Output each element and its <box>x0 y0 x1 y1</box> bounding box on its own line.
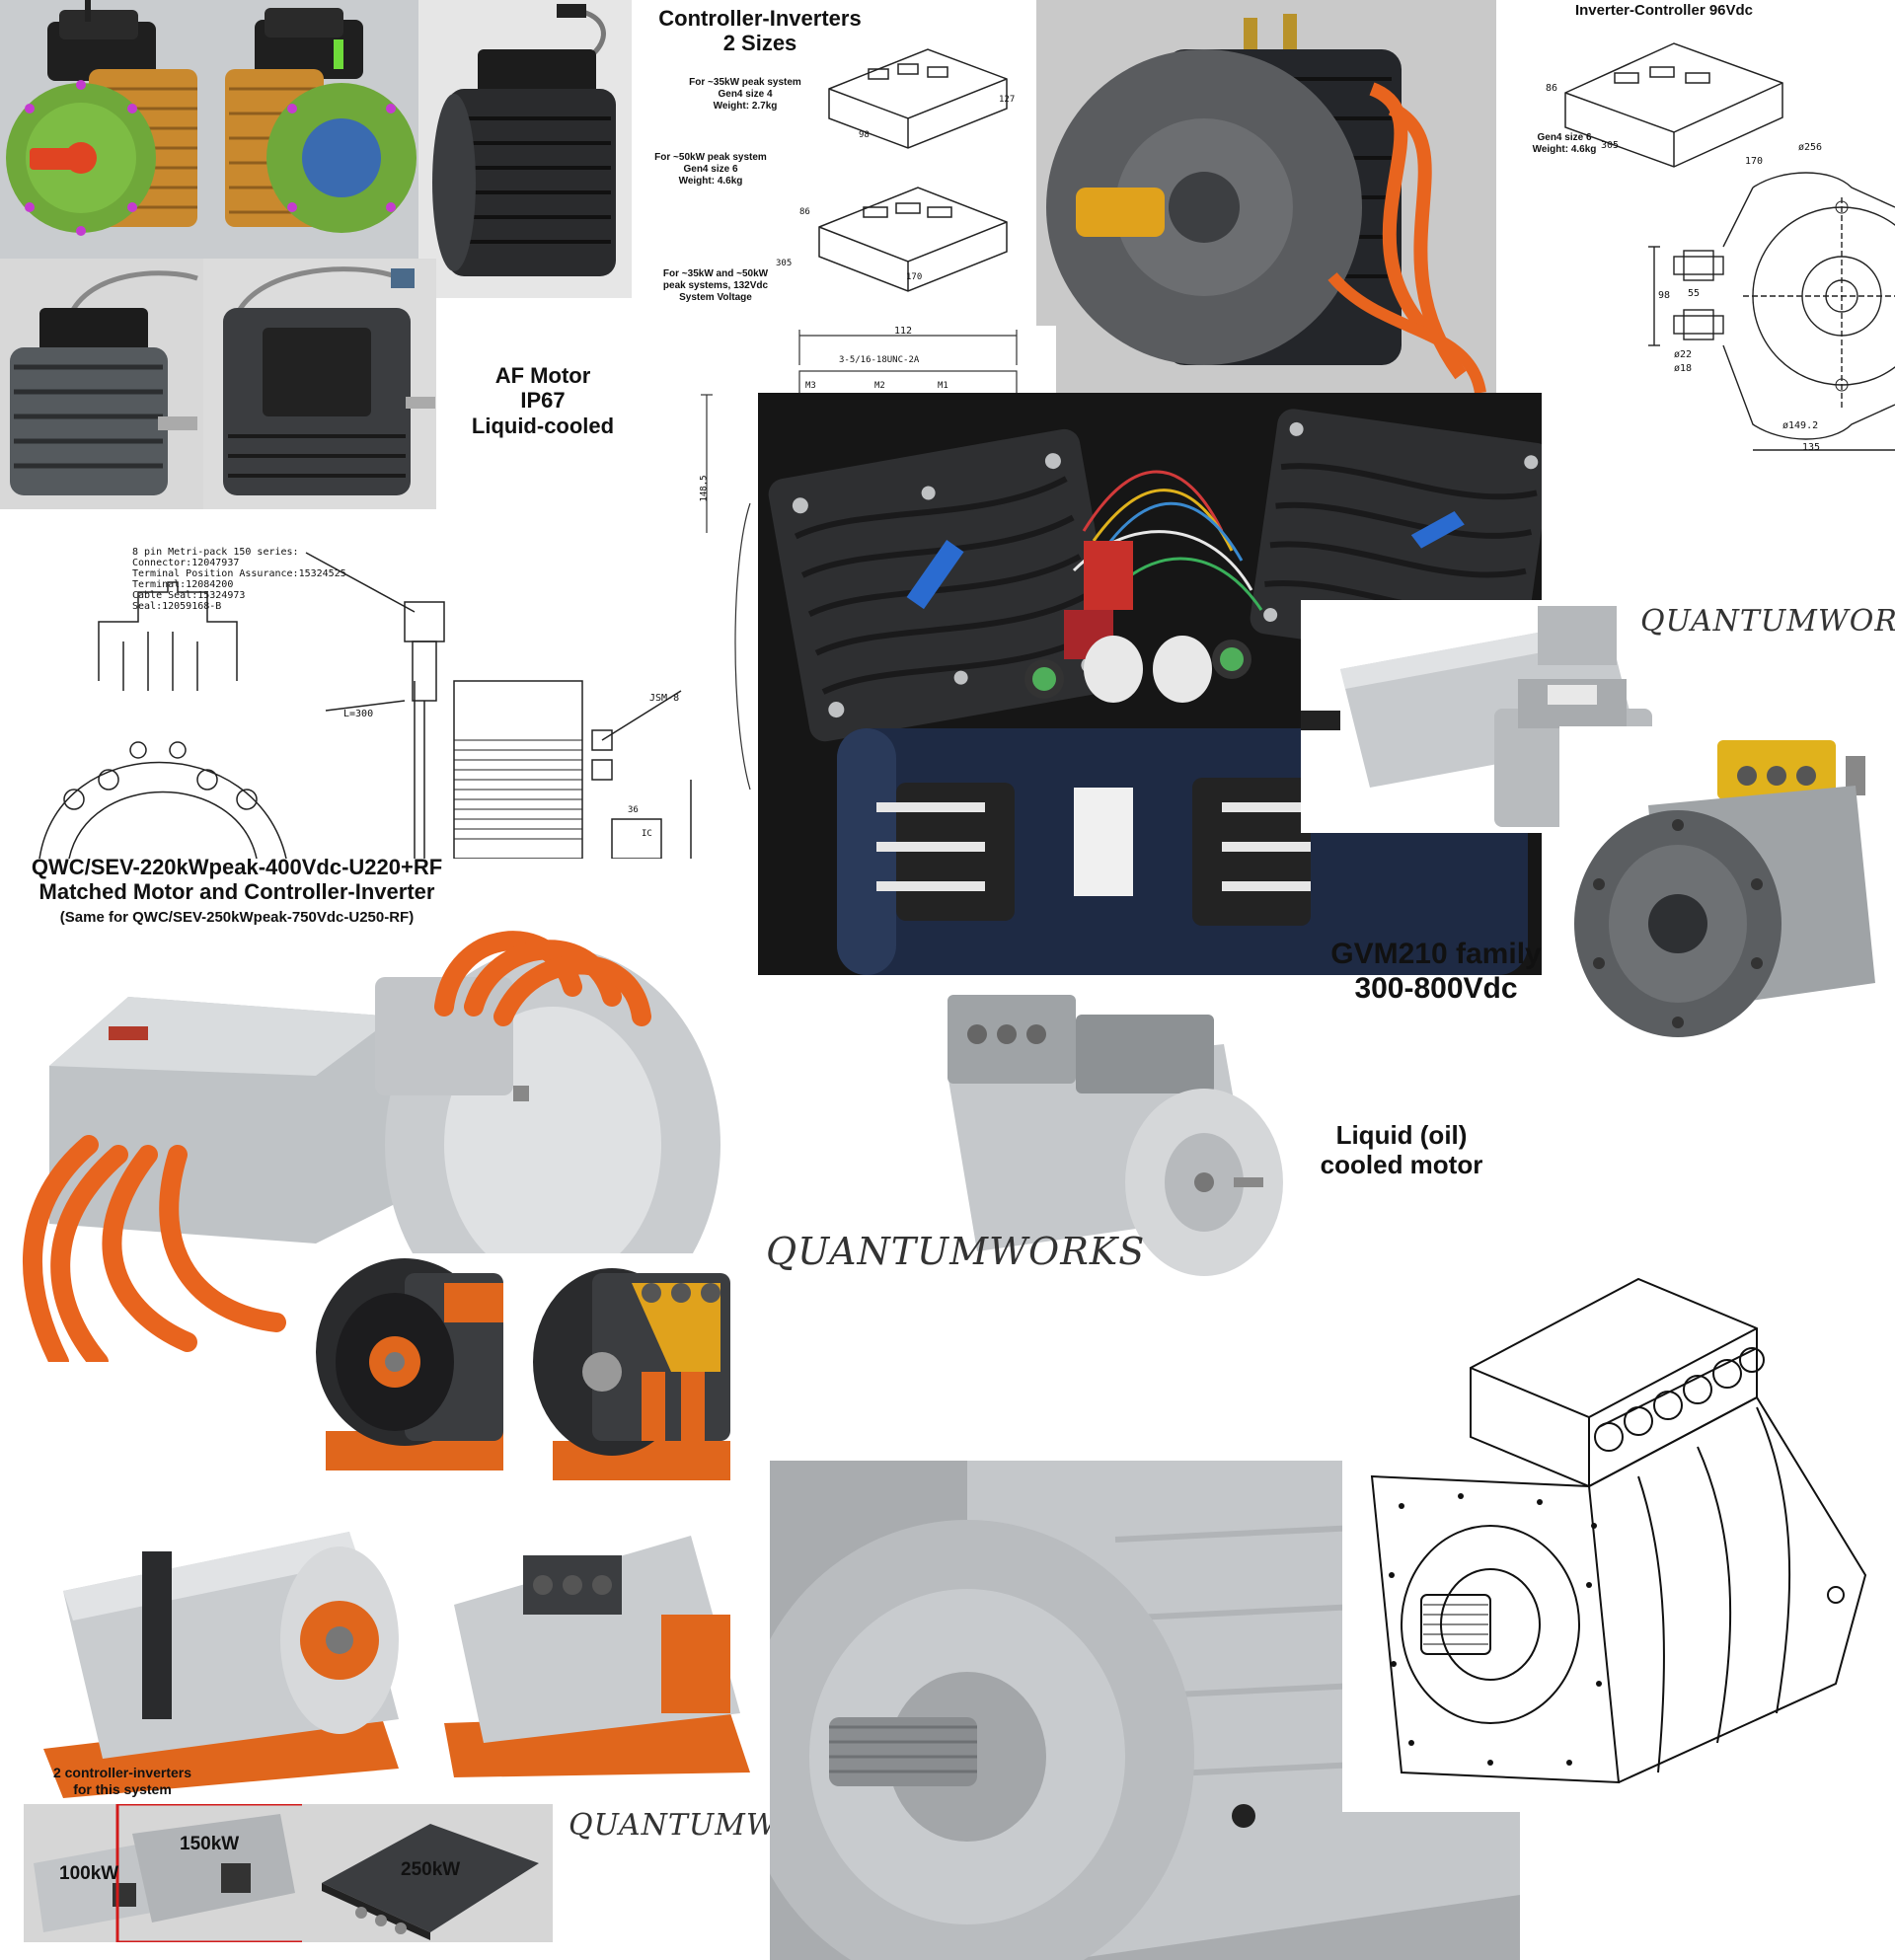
dim-86a: 86 <box>799 207 810 217</box>
dim-98b: 98 <box>1658 290 1671 301</box>
cad-motor-rear-photo <box>215 0 418 259</box>
black-motor-photo <box>418 0 632 298</box>
connector-spec-line: Terminal Position Assurance:15324525 <box>132 568 346 579</box>
ci-note-50kw: For ~50kW peak system Gen4 size 6 Weight… <box>654 152 767 187</box>
af-motor-line-2: IP67 <box>520 388 566 414</box>
cad-motor-front-photo <box>0 0 215 259</box>
connector-spec: 8 pin Metri-pack 150 series: Connector:1… <box>132 547 346 612</box>
orange-base-motor-photo-2 <box>523 1253 760 1490</box>
dim-170a: 170 <box>906 272 923 282</box>
dim-1492: ø149.2 <box>1782 420 1819 431</box>
dim-135: 135 <box>1802 442 1821 453</box>
af-motor-label: AF Motor IP67 Liquid-cooled <box>434 363 651 438</box>
two-ci-label: 2 controller-inverters for this system <box>24 1765 221 1798</box>
inverter-controller-96v-drawing: Inverter-Controller 96Vdc 86 Gen4 size 6… <box>1496 0 1895 464</box>
gvm-line-1: GVM210 family <box>1330 938 1542 970</box>
oil-cooled-label: Liquid (oil) cooled motor <box>1293 1120 1510 1180</box>
motor-top-photo <box>203 259 436 509</box>
qwc-line-2: Matched Motor and Controller-Inverter <box>38 879 435 905</box>
dim-55: 55 <box>1688 288 1701 299</box>
kw250-label: 250kW <box>401 1859 461 1880</box>
motor-side-photo <box>0 259 203 509</box>
oil-line-2: cooled motor <box>1320 1149 1483 1179</box>
kw100-label: 100kW <box>59 1863 119 1884</box>
terminal-m2: M2 <box>874 381 885 391</box>
qwc-line-1: QWC/SEV-220kWpeak-400Vdc-U220+RF <box>31 855 443 879</box>
oil-cooled-motor-photo <box>928 985 1293 1281</box>
dim-ic: IC <box>642 829 652 839</box>
dim-112: 112 <box>894 326 913 337</box>
terminal-m1: M1 <box>938 381 948 391</box>
connector-spec-line: Seal:12059168-B <box>132 601 222 612</box>
connector-spec-line: Terminal:12084200 <box>132 579 234 590</box>
af-motor-line-3: Liquid-cooled <box>471 413 615 438</box>
ci-note-132v: For ~35kW and ~50kW peak systems, 132Vdc… <box>662 268 769 303</box>
terminal-m3: M3 <box>805 381 816 391</box>
ci-note-35kw: For ~35kW peak system Gen4 size 4 Weight… <box>689 77 801 112</box>
controller-250kw-photo: 250kW <box>302 1804 553 1942</box>
dim-jsm: JSM-8 <box>649 693 680 704</box>
dim-22: ø22 <box>1674 349 1693 360</box>
ci-title-line-1: Controller-Inverters <box>658 6 862 31</box>
connector-spec-line: Cable Seal:15324973 <box>132 590 246 601</box>
connector-spec-line: Connector:12047937 <box>132 558 240 568</box>
kw150-label: 150kW <box>180 1834 240 1854</box>
thread-spec: 3-5/16-18UNC-2A <box>839 355 920 365</box>
dim-98: 98 <box>859 130 870 140</box>
dim-256: ø256 <box>1798 142 1823 153</box>
orange-base-motor-photo-1 <box>306 1253 523 1480</box>
oil-line-1: Liquid (oil) <box>1335 1120 1468 1150</box>
gvm210-yellow-box-motor-photo <box>1559 726 1895 1062</box>
splined-shaft-motor-photo <box>770 1461 1520 1960</box>
dim-127: 127 <box>999 95 1016 105</box>
dim-1485: 148.5 <box>699 475 710 502</box>
ic-title: Inverter-Controller 96Vdc <box>1574 2 1754 19</box>
two-ci-line-1: 2 controller-inverters <box>52 1765 192 1780</box>
quantumworks-logo-top: QUANTUMWORKS <box>1640 604 1895 639</box>
af-motor-line-1: AF Motor <box>494 363 591 388</box>
silver-motor-orange-base-photo-2 <box>434 1516 760 1782</box>
qwc-line-3: (Same for QWC/SEV-250kWpeak-750Vdc-U250-… <box>59 908 415 926</box>
controller-inverter-drawing: Controller-Inverters 2 Sizes For ~35kW p… <box>632 0 1036 326</box>
dim-170b: 170 <box>1745 156 1764 167</box>
dim-86b: 86 <box>1546 83 1558 94</box>
motor-connector-drawing: 8 pin Metri-pack 150 series: Connector:1… <box>0 533 730 859</box>
dim-305c: 305 <box>1601 140 1620 151</box>
controller-100-150kw-photo: 100kW 150kW <box>24 1804 302 1942</box>
ic-note: Gen4 size 6 Weight: 4.6kg <box>1532 132 1597 155</box>
dim-36: 36 <box>628 805 639 815</box>
dim-305a: 305 <box>776 259 793 268</box>
motor-line-drawing <box>1342 1249 1895 1812</box>
connector-spec-line: 8 pin Metri-pack 150 series: <box>132 547 299 558</box>
two-ci-line-2: for this system <box>73 1780 172 1797</box>
dim-l300: L=300 <box>343 709 374 719</box>
motor-orange-cables-photo <box>1036 0 1496 393</box>
quantumworks-logo-middle: QUANTUMWORKS <box>766 1230 1146 1273</box>
ci-title-line-2: 2 Sizes <box>722 31 797 56</box>
dim-18: ø18 <box>1674 363 1693 374</box>
qwc-label: QWC/SEV-220kWpeak-400Vdc-U220+RF Matched… <box>0 855 474 926</box>
silver-motor-orange-base-photo-1: 2 controller-inverters for this system <box>24 1502 438 1798</box>
quantumworks-logo-bottom: QUANTUMWO <box>568 1808 803 1843</box>
gvm-line-2: 300-800Vdc <box>1354 971 1518 1005</box>
gvm210-label: GVM210 family 300-800Vdc <box>1303 938 1569 1006</box>
